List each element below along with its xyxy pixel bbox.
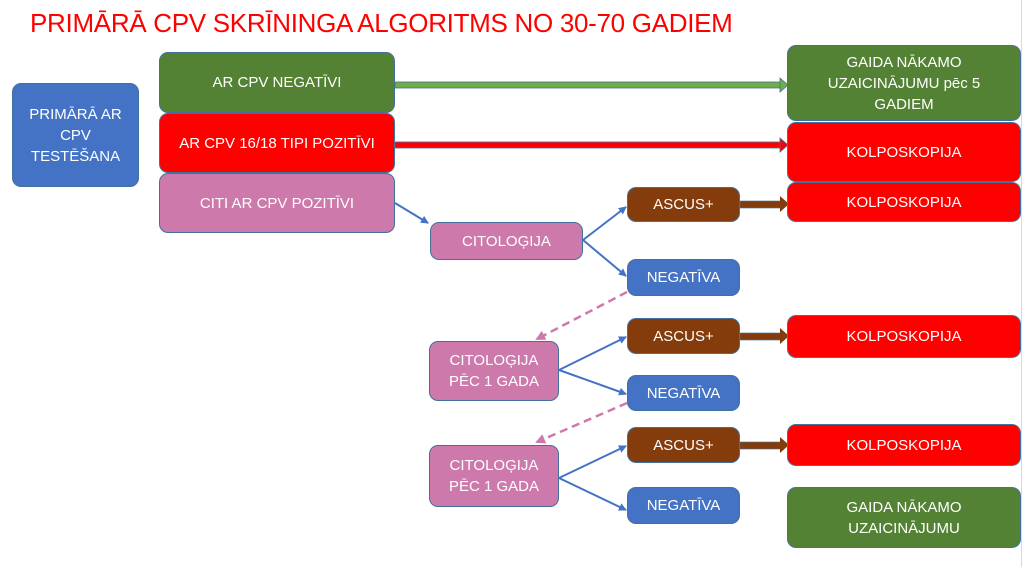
arrow-cytology1-to-ascus [582,206,627,241]
arrow-ascus3-to-colposcopy [739,437,789,453]
node-cytology-1[interactable]: CITOLOĢIJA [430,222,583,260]
node-cytology-2[interactable]: CITOLOĢIJA PĒC 1 GADA [429,341,559,401]
arrow-ascus2-to-colposcopy [739,328,789,344]
arrow-cytology2-to-ascus [558,336,627,371]
arrow-cytology3-to-ascus [558,445,627,479]
node-ascus-3[interactable]: ASCUS+ [627,427,740,463]
node-hpv-negative[interactable]: AR CPV NEGATĪVI [159,52,395,113]
node-ascus-2[interactable]: ASCUS+ [627,318,740,354]
node-negative-3[interactable]: NEGATĪVA [627,487,740,524]
arrow-cytology3-to-negative [558,477,627,511]
node-wait-5-years[interactable]: GAIDA NĀKAMO UZAICINĀJUMU pēc 5 GADIEM [787,45,1021,121]
node-negative-2[interactable]: NEGATĪVA [627,375,740,411]
node-colposcopy-1[interactable]: KOLPOSKOPIJA [787,122,1021,182]
node-start[interactable]: PRIMĀRĀ AR CPV TESTĒŠANA [12,83,139,187]
node-cytology-3[interactable]: CITOLOĢIJA PĒC 1 GADA [429,445,559,507]
node-wait-next[interactable]: GAIDA NĀKAMO UZAICINĀJUMU [787,487,1021,548]
node-other-hpv-positive[interactable]: CITI AR CPV POZITĪVI [159,173,395,233]
node-hpv-16-18-positive[interactable]: AR CPV 16/18 TIPI POZITĪVI [159,113,395,173]
node-negative-1[interactable]: NEGATĪVA [627,259,740,296]
node-colposcopy-2[interactable]: KOLPOSKOPIJA [787,182,1021,222]
arrow-negative-to-wait [394,77,789,93]
page-title: PRIMĀRĀ CPV SKRĪNINGA ALGORITMS NO 30-70… [30,8,733,38]
node-colposcopy-4[interactable]: KOLPOSKOPIJA [787,424,1021,466]
arrow-ascus1-to-colposcopy [739,196,789,212]
arrow-cytology1-to-negative [582,239,627,277]
arrow-other-to-cytology [394,202,429,224]
arrow-1618-to-colposcopy [394,137,789,153]
node-ascus-1[interactable]: ASCUS+ [627,187,740,222]
node-colposcopy-3[interactable]: KOLPOSKOPIJA [787,315,1021,358]
arrow-negative1-to-cytology2 [535,290,628,341]
arrow-negative2-to-cytology3 [535,401,628,444]
slide-edge-divider [1021,0,1022,567]
arrow-cytology2-to-negative [558,369,627,396]
